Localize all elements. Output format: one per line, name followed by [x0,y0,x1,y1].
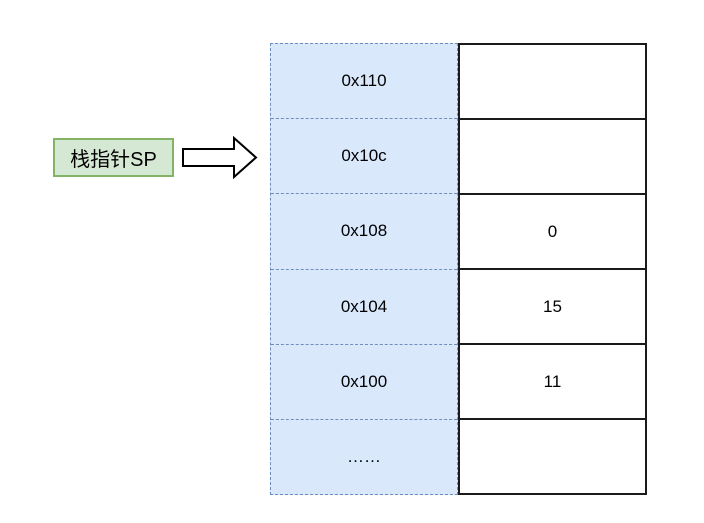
value-cell [460,120,645,195]
stack-pointer-label: 栈指针SP [53,138,174,177]
address-cell: 0x104 [271,270,457,345]
pointer-arrow-icon [182,135,258,180]
stack-pointer-label-text: 栈指针SP [70,149,157,171]
value-cell: 15 [460,270,645,345]
address-cell: 0x108 [271,194,457,270]
address-cell: 0x110 [271,44,457,120]
address-cell: 0x100 [271,345,457,420]
address-column: 0x110 0x10c 0x108 0x104 0x100 …… [270,43,458,495]
address-cell: 0x10c [271,119,457,195]
value-cell: 11 [460,345,645,420]
address-cell-ellipsis: …… [347,446,381,466]
value-column: 0 15 11 [458,43,647,495]
value-cell: 0 [460,195,645,270]
value-cell [460,420,645,493]
value-cell [460,45,645,120]
